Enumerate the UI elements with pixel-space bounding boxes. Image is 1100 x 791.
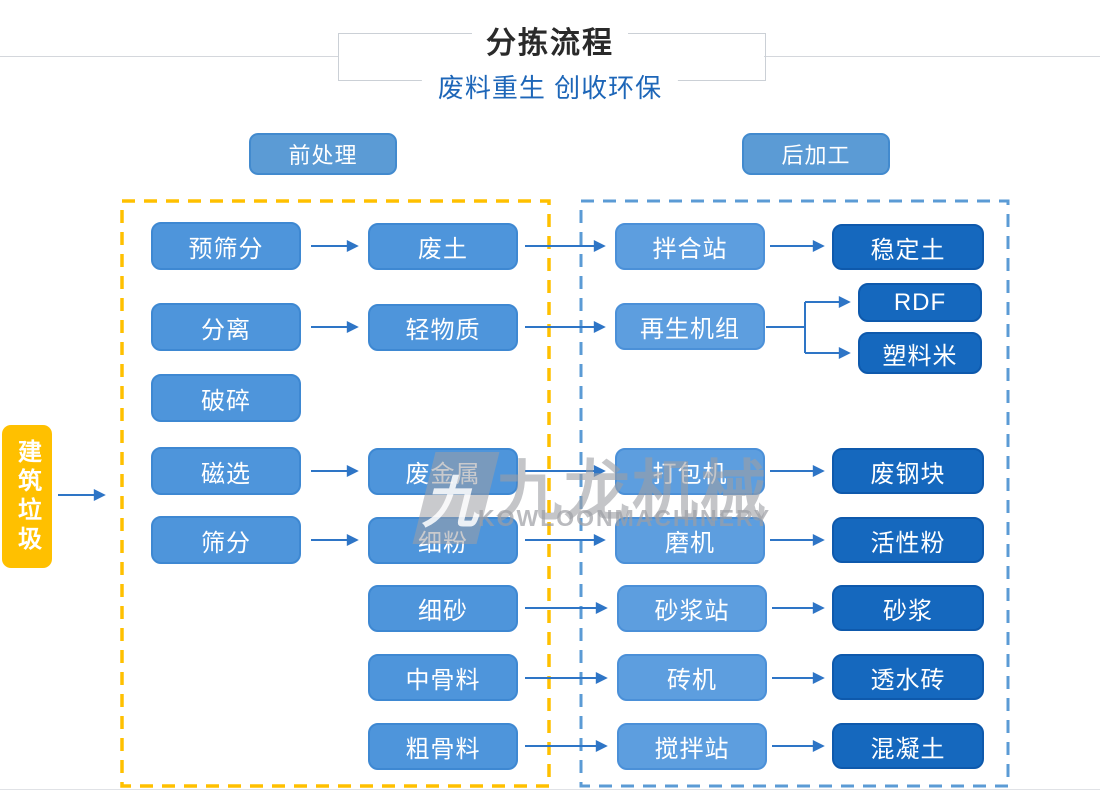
node-agitating-plant: 搅拌站 [617,723,767,770]
node-mortar: 砂浆 [832,585,984,631]
node-mill: 磨机 [615,517,765,564]
node-active-powder: 活性粉 [832,517,984,563]
node-fine-sand: 细砂 [368,585,518,632]
node-crushing: 破碎 [151,374,301,422]
node-light-material: 轻物质 [368,304,518,351]
node-regeneration-unit: 再生机组 [615,303,765,350]
section-badge-pre-processing: 前处理 [249,133,397,175]
node-screening: 筛分 [151,516,301,564]
node-brick-machine: 砖机 [617,654,767,701]
node-plastic-pellets: 塑料米 [858,332,982,374]
node-rdf: RDF [858,283,982,322]
node-waste-soil: 废土 [368,223,518,270]
node-fine-powder: 细粉 [368,517,518,564]
section-badge-post-processing: 后加工 [742,133,890,175]
page-subtitle: 废料重生 创收环保 [421,68,679,105]
page-title: 分拣流程 [472,18,628,62]
node-concrete: 混凝土 [832,723,984,769]
node-pre-screening: 预筛分 [151,222,301,270]
node-medium-aggregate: 中骨料 [368,654,518,701]
header-rule-right [764,56,1100,57]
node-construction-waste: 建筑垃圾 [2,425,52,568]
node-coarse-aggregate: 粗骨料 [368,723,518,770]
node-mortar-plant: 砂浆站 [617,585,767,632]
node-waste-metal: 废金属 [368,448,518,495]
node-stabilized-soil: 稳定土 [832,224,984,270]
bottom-divider [0,789,1100,790]
node-magnetic-separation: 磁选 [151,447,301,495]
node-separation: 分离 [151,303,301,351]
node-permeable-brick: 透水砖 [832,654,984,700]
node-baler: 打包机 [615,448,765,495]
node-mixing-plant: 拌合站 [615,223,765,270]
node-steel-scrap: 废钢块 [832,448,984,494]
header-rule-left [0,56,338,57]
